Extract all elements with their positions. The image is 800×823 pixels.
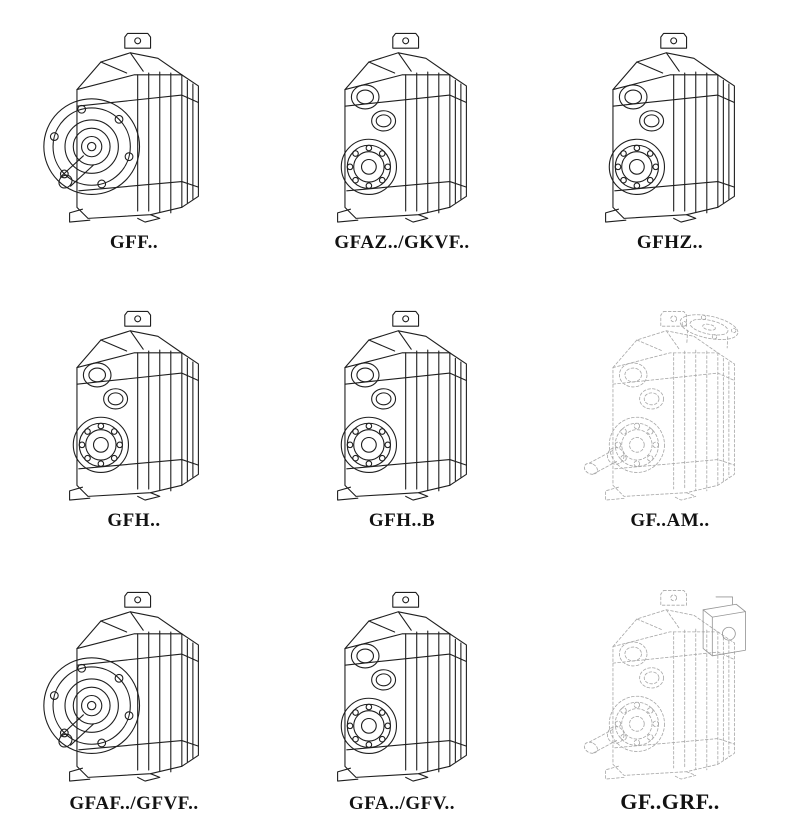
gearbox-hollow-shaft-illustration bbox=[337, 591, 467, 782]
gearbox-hollow-shaft-illustration bbox=[69, 310, 199, 501]
gearbox-flange-illustration bbox=[43, 32, 199, 223]
model-label: GFH..B bbox=[368, 510, 436, 531]
cell-gfh: GFH.. bbox=[40, 294, 228, 540]
gearbox-hollow-shaft-illustration bbox=[337, 310, 467, 501]
cell-gfa-gfv: GFA../GFV.. bbox=[308, 572, 496, 823]
input-cover-box bbox=[702, 595, 746, 656]
output-shaft-stub bbox=[581, 725, 625, 756]
housing-outline bbox=[605, 32, 735, 223]
model-label: GFF.. bbox=[109, 232, 159, 253]
cell-gf-am: GF..AM.. bbox=[576, 294, 764, 540]
cell-gff: GFF.. bbox=[40, 16, 228, 262]
gearbox-drawing bbox=[578, 576, 762, 787]
cell-gfaf-gfvf: GFAF../GFVF.. bbox=[40, 572, 228, 823]
model-label: GF..GRF.. bbox=[620, 789, 720, 814]
gearbox-drawing bbox=[310, 576, 494, 791]
gearbox-drawing bbox=[578, 20, 762, 230]
gearbox-drawing bbox=[578, 298, 762, 508]
housing-outline bbox=[605, 589, 735, 780]
gearbox-drawing bbox=[310, 298, 494, 508]
output-flange bbox=[43, 98, 140, 195]
cell-gfaz-gkvf: GFAZ../GKVF.. bbox=[308, 16, 496, 262]
housing-outline bbox=[69, 32, 199, 223]
gearbox-drawing bbox=[42, 20, 226, 230]
gearbox-drawing bbox=[42, 298, 226, 508]
housing-outline bbox=[337, 310, 467, 501]
gearbox-drawing bbox=[310, 20, 494, 230]
gearbox-flange-illustration bbox=[43, 591, 199, 782]
catalog-grid: GFF.. GFAZ../GKVF.. GFHZ.. GFHF.. bbox=[40, 16, 764, 814]
housing-outline bbox=[337, 32, 467, 223]
cell-gfh-b: GFH..B bbox=[308, 294, 496, 540]
housing-outline bbox=[69, 591, 199, 782]
cell-gf-grf: GF..GRF.. bbox=[576, 572, 764, 823]
model-label: GFAZ../GKVF.. bbox=[334, 232, 470, 253]
output-flange bbox=[43, 656, 140, 754]
cell-gfhz: GFHZ.. bbox=[576, 16, 764, 262]
gearbox-drawing bbox=[42, 576, 226, 791]
output-shaft-stub bbox=[581, 447, 625, 477]
model-label: GFA../GFV.. bbox=[348, 793, 456, 814]
gearbox-adapter-flange-illustration bbox=[581, 310, 739, 501]
gearbox-hollow-shaft-illustration bbox=[605, 32, 735, 223]
model-label: GFHZ.. bbox=[636, 232, 704, 253]
model-label: GFAF../GFVF.. bbox=[69, 793, 199, 814]
gearbox-input-cover-illustration bbox=[581, 589, 746, 780]
model-label: GF..AM.. bbox=[630, 510, 710, 531]
gearbox-hollow-shaft-illustration bbox=[337, 32, 467, 223]
model-label: GFH.. bbox=[107, 510, 161, 531]
housing-outline bbox=[337, 591, 467, 782]
housing-outline bbox=[605, 310, 735, 501]
housing-outline bbox=[69, 310, 199, 501]
motor-adapter-flange bbox=[679, 314, 739, 349]
